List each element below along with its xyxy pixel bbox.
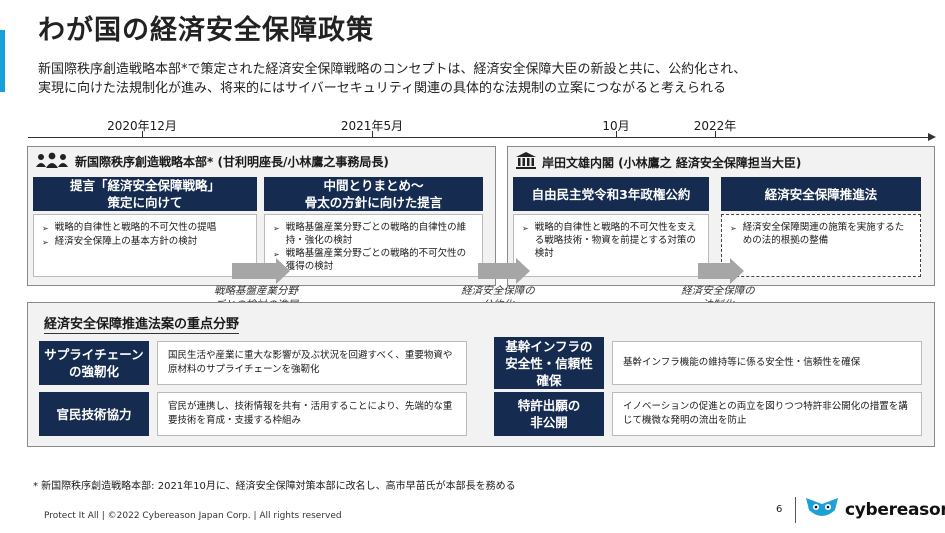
- cybereason-owl-icon: [805, 496, 839, 524]
- list-item: ➢経済安全保障関連の施策を実施するための法的根拠の整備: [730, 222, 905, 246]
- supply-chain-label: サプライチェーン の強靭化: [39, 341, 149, 385]
- promotion-act-title-box: 経済安全保障推進法: [721, 177, 921, 211]
- infrastructure-label: 基幹インフラの 安全性・信頼性 確保: [494, 337, 604, 389]
- kishida-cabinet-header: 岸田文雄内閣 (小林鷹之 経済安全保障担当大臣): [516, 152, 801, 172]
- priority-areas-panel: 経済安全保障推進法案の重点分野 サプライチェーン の強靭化 国民生活や産業に重大…: [27, 302, 935, 447]
- supply-chain-desc: 国民生活や産業に重大な影響が及ぶ状況を回避すべく、重要物資や原材料のサプライチェ…: [157, 341, 467, 385]
- interim-summary-title-box: 中間とりまとめ～ 骨太の方針に向けた提言: [264, 177, 483, 211]
- government-building-icon: [516, 152, 536, 172]
- ldp-pledge-detail-box: ➢戦略的自律性と戦略的不可欠性を支える戦略技術・物資を前提とする対策の検討: [513, 214, 709, 277]
- footnote: * 新国際秩序創造戦略本部: 2021年10月に、経済安全保障対策本部に改名し、…: [33, 481, 516, 492]
- timeline-label-10: 10月: [602, 119, 630, 133]
- interim-summary-detail-box: ➢戦略基盤産業分野ごとの戦略的自律性の維持・強化の検討 ➢戦略基盤産業分野ごとの…: [264, 214, 483, 277]
- infrastructure-desc: 基幹インフラ機能の維持等に係る安全性・信頼性を確保: [612, 341, 922, 385]
- intro-text: 新国際秩序創造戦略本部*で策定された経済安全保障戦略のコンセプトは、経済安全保障…: [38, 60, 746, 98]
- title-accent-bar: [0, 30, 5, 92]
- timeline-tick: [616, 131, 617, 137]
- proposal-title-line-1: 提言「経済安全保障戦略」: [69, 178, 220, 193]
- progress-arrow-2: [478, 258, 530, 284]
- kishida-cabinet-header-text: 岸田文雄内閣 (小林鷹之 経済安全保障担当大臣): [542, 155, 802, 170]
- page-number: 6: [776, 504, 783, 515]
- list-item: ➢戦略基盤産業分野ごとの戦略的不可欠性の獲得の検討: [273, 248, 467, 272]
- promotion-act-detail-box: ➢経済安全保障関連の施策を実施するための法的根拠の整備: [721, 214, 921, 277]
- patent-secrecy-desc: イノベーションの促進との両立を図りつつ特許非公開化の措置を講じて機微な発明の流出…: [612, 392, 922, 436]
- footer-divider: [795, 497, 796, 523]
- list-item: ➢戦略的自律性と戦略的不可欠性の提唱: [42, 222, 217, 233]
- tech-cooperation-label: 官民技術協力: [39, 392, 149, 436]
- proposal-detail-box: ➢戦略的自律性と戦略的不可欠性の提唱 ➢経済安全保障上の基本方針の検討: [33, 214, 257, 277]
- page-title: わが国の経済安全保障政策: [38, 15, 374, 46]
- timeline-arrowhead: [928, 133, 936, 141]
- timeline-tick: [142, 131, 143, 137]
- list-item: ➢戦略的自律性と戦略的不可欠性を支える戦略技術・物資を前提とする対策の検討: [522, 222, 697, 259]
- timeline-axis: [28, 137, 933, 138]
- patent-secrecy-label: 特許出願の 非公開: [494, 392, 604, 436]
- progress-arrow-3: [698, 258, 744, 284]
- priority-areas-title: 経済安全保障推進法案の重点分野: [44, 313, 240, 334]
- list-item: ➢戦略基盤産業分野ごとの戦略的自律性の維持・強化の検討: [273, 222, 467, 246]
- tech-cooperation-desc: 官民が連携し、技術情報を共有・活用することにより、先端的な重要技術を育成・支援す…: [157, 392, 467, 436]
- strategy-hq-header: 新国際秩序創造戦略本部* (甘利明座長/小林鷹之事務局長): [35, 152, 389, 171]
- interim-title-line-2: 骨太の方針に向けた提言: [304, 195, 443, 210]
- footer-copyright: Protect It All | ©2022 Cybereason Japan …: [44, 511, 342, 521]
- proposal-title-line-2: 策定に向けて: [107, 195, 183, 210]
- proposal-title-box: 提言「経済安全保障戦略」 策定に向けて: [33, 177, 257, 211]
- timeline-tick: [372, 131, 373, 137]
- intro-line-1: 新国際秩序創造戦略本部*で策定された経済安全保障戦略のコンセプトは、経済安全保障…: [38, 62, 747, 77]
- timeline-tick: [715, 131, 716, 137]
- timeline-label-2020-12: 2020年12月: [107, 119, 177, 133]
- people-icon: [35, 152, 69, 171]
- ldp-pledge-title: 自由民主党令和3年政権公約: [531, 186, 691, 202]
- timeline-label-2022: 2022年: [693, 119, 737, 133]
- progress-arrow-1: [232, 258, 290, 284]
- strategy-hq-header-text: 新国際秩序創造戦略本部* (甘利明座長/小林鷹之事務局長): [75, 155, 389, 169]
- promotion-act-title: 経済安全保障推進法: [764, 186, 878, 202]
- timeline-label-2021-05: 2021年5月: [340, 119, 404, 133]
- interim-title-line-1: 中間とりまとめ～: [323, 178, 424, 193]
- list-item: ➢経済安全保障上の基本方針の検討: [42, 236, 198, 247]
- cybereason-logo: cybereason: [805, 496, 945, 524]
- logo-text: cybereason: [845, 500, 945, 520]
- ldp-pledge-title-box: 自由民主党令和3年政権公約: [513, 177, 709, 211]
- intro-line-2: 実現に向けた法規制化が進み、将来的にはサイバーセキュリティ関連の具体的な法規制の…: [38, 81, 726, 96]
